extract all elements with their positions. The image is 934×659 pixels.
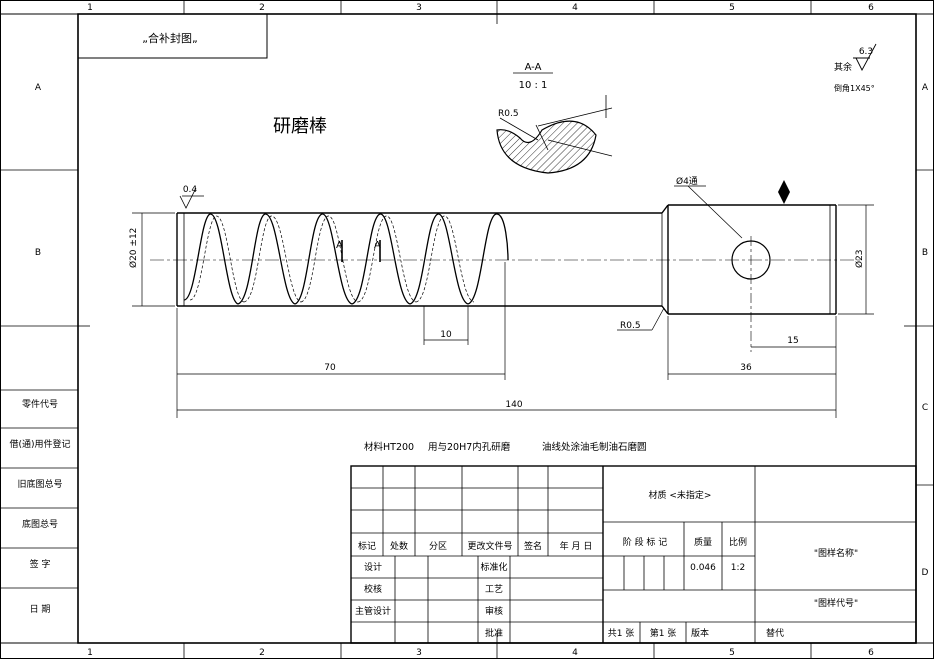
tb-sheet-num: 第1 张 bbox=[650, 627, 677, 639]
chamfer-note: 倒角1X45° bbox=[834, 83, 875, 93]
dim-left-diameter bbox=[132, 212, 175, 307]
title-block bbox=[350, 465, 917, 644]
col-label-1-bottom: 1 bbox=[87, 648, 93, 658]
tb-mass-label: 质量 bbox=[694, 536, 712, 548]
col-label-6: 6 bbox=[868, 3, 874, 13]
col-label-3: 3 bbox=[416, 3, 422, 13]
roughness-value: 6.3 bbox=[859, 47, 873, 57]
tb-sheets-total: 共1 张 bbox=[608, 628, 635, 639]
tb-header-count: 处数 bbox=[390, 540, 408, 552]
section-radius: R0.5 bbox=[498, 109, 519, 119]
left-col-base: 底图总号 bbox=[22, 518, 58, 530]
note-usage: 用与20H7内孔研磨 bbox=[428, 441, 511, 453]
dia-right-label: Ø23 bbox=[854, 249, 865, 268]
col-label-2-bottom: 2 bbox=[259, 648, 265, 658]
note-process: 油线处涂油毛制油石磨圆 bbox=[542, 441, 647, 453]
tb-version: 版本 bbox=[691, 627, 709, 639]
dim-right-diameter bbox=[838, 204, 874, 315]
tb-review: 审核 bbox=[485, 605, 503, 617]
rest-label: 其余 bbox=[834, 61, 852, 73]
section-mark-left: A bbox=[336, 240, 343, 251]
tb-approve: 批准 bbox=[485, 627, 503, 639]
row-label-a-right: A bbox=[922, 83, 929, 93]
tb-header-date: 年 月 日 bbox=[560, 540, 593, 552]
col-label-6-bottom: 6 bbox=[868, 648, 874, 658]
dim-pitch bbox=[423, 306, 469, 345]
col-label-5-bottom: 5 bbox=[729, 648, 735, 658]
head-len-label: 36 bbox=[740, 363, 752, 373]
left-column-table bbox=[0, 389, 78, 589]
row-label-c-right: C bbox=[922, 403, 928, 413]
left-col-sign: 签 字 bbox=[30, 558, 51, 570]
tb-process: 工艺 bbox=[485, 584, 503, 595]
tb-check: 校核 bbox=[364, 583, 382, 595]
tb-header-doc: 更改文件号 bbox=[467, 540, 512, 552]
tb-design: 设计 bbox=[364, 561, 382, 573]
section-mark-right: A bbox=[374, 240, 381, 251]
col-label-4: 4 bbox=[572, 3, 578, 13]
roughness-symbol bbox=[853, 43, 877, 71]
left-col-part-code: 零件代号 bbox=[22, 398, 58, 410]
rough-left-label: 0.4 bbox=[183, 185, 198, 195]
tb-stage: 阶 段 标 记 bbox=[623, 536, 668, 548]
row-label-b-right: B bbox=[922, 248, 928, 258]
tb-scale-label: 比例 bbox=[729, 536, 747, 548]
section-title: A-A bbox=[525, 62, 542, 73]
pitch-label: 10 bbox=[440, 330, 452, 340]
dim-head-length bbox=[667, 316, 837, 418]
tb-header-mark: 标记 bbox=[358, 540, 376, 552]
tb-mass-value: 0.046 bbox=[690, 563, 716, 573]
tb-header-sign: 签名 bbox=[524, 540, 542, 552]
left-col-borrowed: 借(通)用件登记 bbox=[9, 438, 70, 450]
left-col-old-base: 旧底图总号 bbox=[17, 478, 62, 490]
dim-hole-position bbox=[751, 316, 837, 352]
top-left-box bbox=[77, 13, 268, 59]
tb-material: 材质 <未指定> bbox=[649, 489, 712, 501]
section-profile bbox=[496, 95, 613, 174]
hole-pos-label: 15 bbox=[787, 336, 798, 346]
part-main-view bbox=[150, 204, 860, 352]
tb-chief: 主管设计 bbox=[355, 605, 391, 617]
dia-left-label: Ø20 ±12 bbox=[128, 228, 139, 268]
col-label-4-bottom: 4 bbox=[572, 648, 578, 658]
fillet-label: R0.5 bbox=[620, 321, 641, 331]
top-box-text: „合补封图„ bbox=[142, 31, 197, 45]
tb-replace: 替代 bbox=[766, 627, 784, 639]
row-label-b: B bbox=[35, 248, 41, 258]
tb-scale-value: 1:2 bbox=[731, 563, 745, 573]
hole-label: Ø4通 bbox=[676, 176, 698, 187]
section-scale: 10 : 1 bbox=[519, 80, 548, 91]
note-material: 材料HT200 bbox=[364, 441, 414, 453]
total-len-label: 140 bbox=[505, 400, 522, 410]
col-label-3-bottom: 3 bbox=[416, 648, 422, 658]
row-label-a: A bbox=[35, 83, 42, 93]
thread-len-label: 70 bbox=[324, 363, 336, 373]
tb-header-zone: 分区 bbox=[429, 541, 447, 552]
col-label-1: 1 bbox=[87, 3, 93, 13]
left-col-date: 日 期 bbox=[30, 604, 51, 615]
tb-drawing-code: "图样代号" bbox=[814, 597, 858, 609]
datum-marker bbox=[778, 180, 790, 204]
dim-thread-length bbox=[176, 262, 506, 418]
tb-drawing-name: "图样名称" bbox=[814, 547, 858, 559]
col-label-5: 5 bbox=[729, 3, 735, 13]
tb-standard: 标准化 bbox=[480, 561, 507, 573]
col-label-2: 2 bbox=[259, 3, 265, 13]
part-name: 研磨棒 bbox=[273, 116, 327, 137]
row-label-d-right: D bbox=[922, 568, 929, 578]
